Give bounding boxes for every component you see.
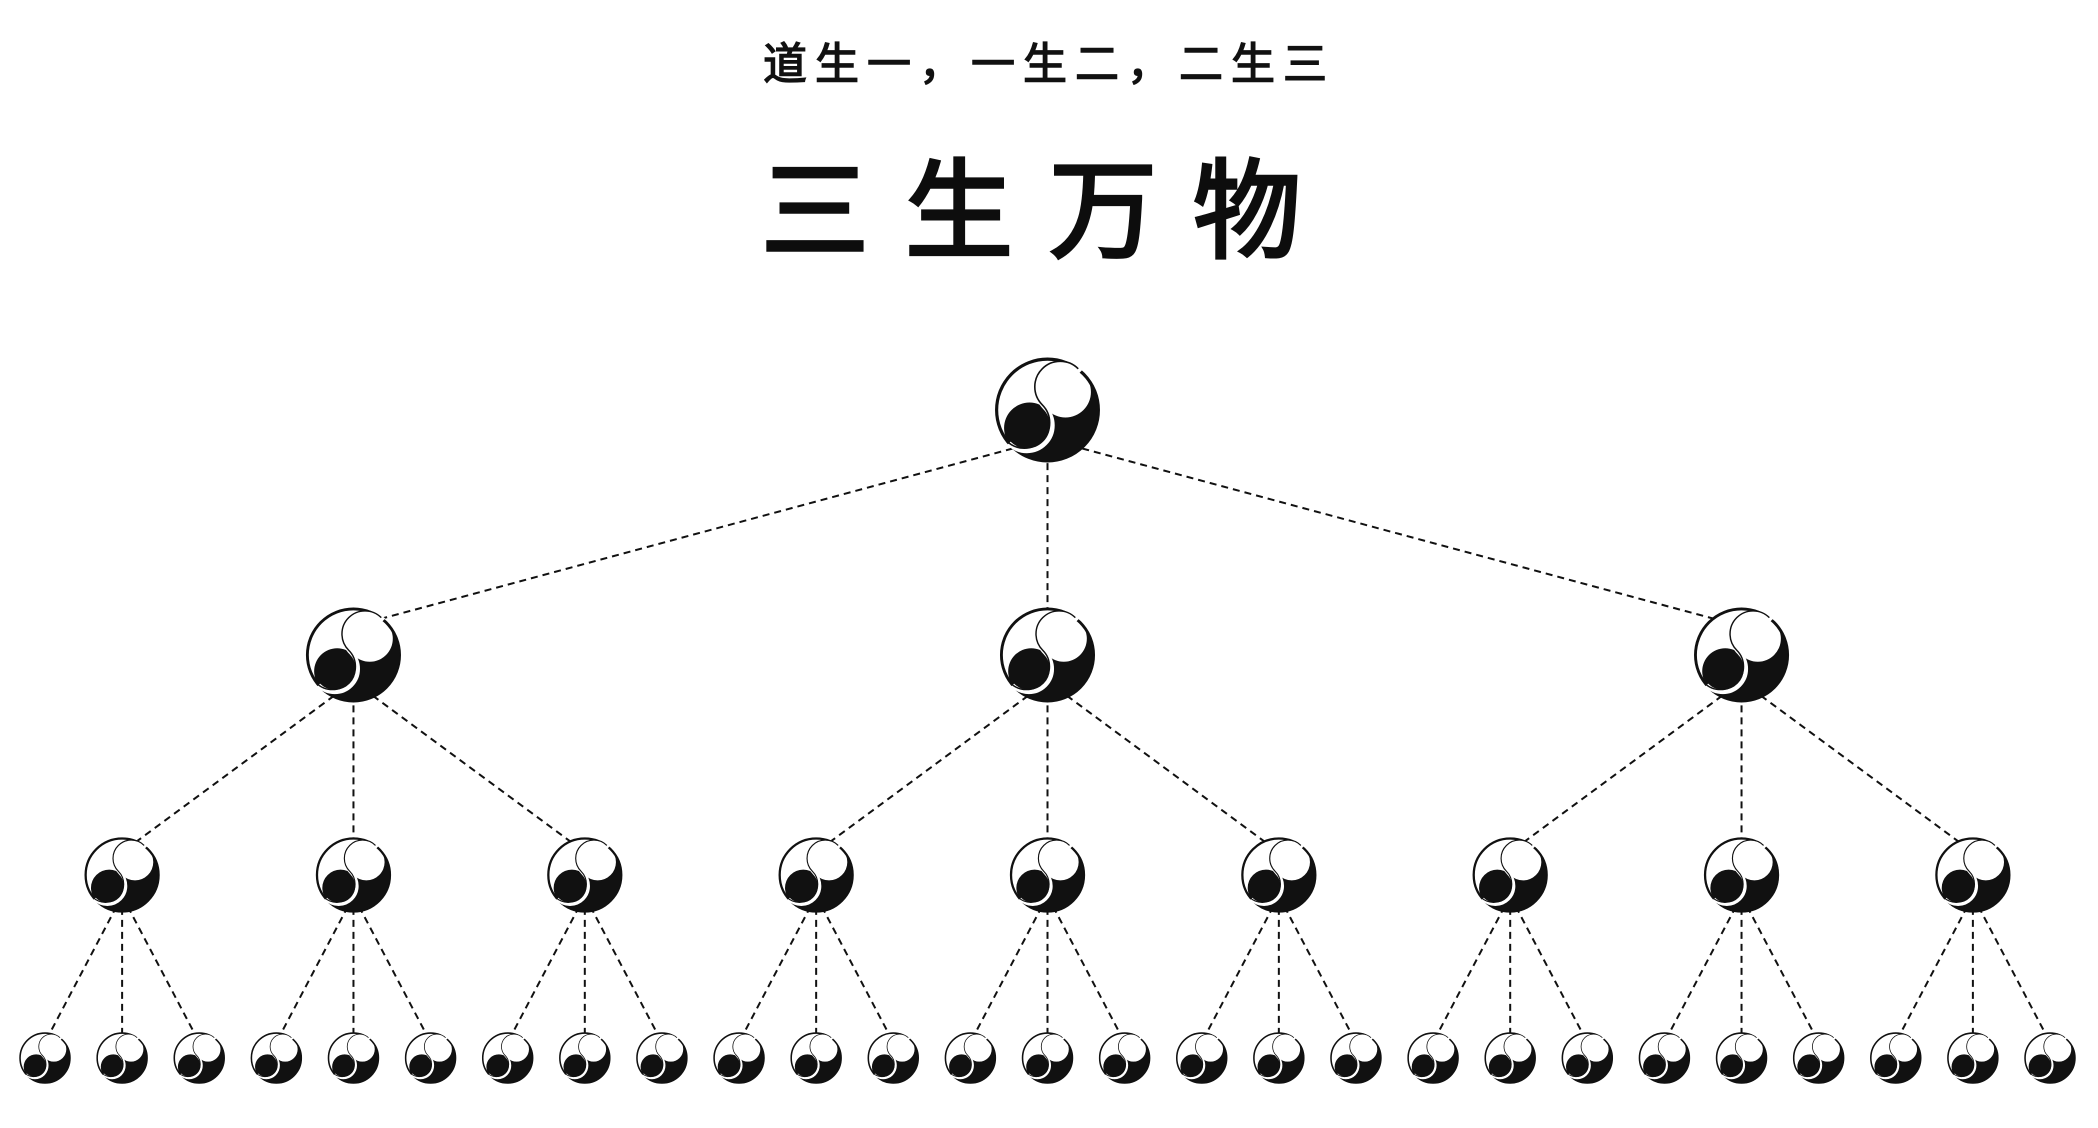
tree-edge [1740, 895, 1820, 1043]
yin-yang-icon [1327, 1029, 1391, 1093]
yin-yang-icon [1018, 1029, 1082, 1093]
yin-yang-icon [16, 1029, 80, 1093]
yin-yang-icon [479, 1029, 543, 1093]
tree-edge [1432, 895, 1512, 1043]
yin-yang-icon [1481, 1029, 1545, 1093]
yin-yang-icon [864, 1029, 928, 1093]
yin-yang-icon [941, 1029, 1005, 1093]
yin-yang-icon [1404, 1029, 1468, 1093]
yin-yang-icon [988, 351, 1119, 482]
yin-yang-icon [300, 601, 419, 720]
tree-edge [352, 680, 586, 854]
yin-yang-icon [1250, 1029, 1314, 1093]
yin-yang-icon [994, 601, 1113, 720]
tree-edge [275, 895, 355, 1043]
yin-yang-icon [1699, 833, 1793, 927]
yin-yang-icon [311, 833, 405, 927]
tree-edge [1046, 680, 1280, 854]
yin-yang-icon [710, 1029, 774, 1093]
yin-yang-icon [1096, 1029, 1160, 1093]
tree-edge [583, 895, 663, 1043]
page-title: 三生万物 [760, 149, 1337, 275]
yin-yang-icon [1867, 1029, 1931, 1093]
tree-edge [1509, 895, 1589, 1043]
tree-edge [352, 895, 432, 1043]
tree-edge [44, 895, 124, 1043]
yin-yang-icon [774, 833, 868, 927]
yin-yang-icon [542, 833, 636, 927]
tree-edge [815, 895, 895, 1043]
yin-yang-icon [1635, 1029, 1699, 1093]
yin-yang-icon [1944, 1029, 2008, 1093]
tree-edge [121, 895, 201, 1043]
tree-edge [1046, 895, 1126, 1043]
tree-edge [1277, 895, 1357, 1043]
yin-yang-icon [1712, 1029, 1776, 1093]
tree-edge [353, 438, 1048, 628]
tree-edge [506, 895, 586, 1043]
yin-yang-icon [324, 1029, 388, 1093]
yin-yang-icon [1558, 1029, 1622, 1093]
yin-yang-icon [633, 1029, 697, 1093]
tree-edge [969, 895, 1049, 1043]
yin-yang-icon [1688, 601, 1807, 720]
yin-yang-icon [1173, 1029, 1237, 1093]
tree-edge [1971, 895, 2051, 1043]
yin-yang-icon [93, 1029, 157, 1093]
yin-yang-icon [247, 1029, 311, 1093]
yin-yang-icon [1790, 1029, 1854, 1093]
yin-yang-icon [556, 1029, 620, 1093]
tree-edge [1200, 895, 1280, 1043]
tree-edge [815, 680, 1049, 854]
tree-edge [1663, 895, 1743, 1043]
tree-edge [738, 895, 818, 1043]
yin-yang-icon [787, 1029, 851, 1093]
tree-edge [1740, 680, 1974, 854]
subtitle: 道生一，一生二，二生三 [763, 39, 1335, 90]
yin-yang-icon [402, 1029, 466, 1093]
tree-edge [1509, 680, 1743, 854]
tree-edge [1894, 895, 1974, 1043]
yin-yang-icon [1930, 833, 2024, 927]
yin-yang-icon [1468, 833, 1562, 927]
tree-edge [1047, 438, 1742, 628]
tree-edge [121, 680, 355, 854]
yin-yang-icon [170, 1029, 234, 1093]
yin-yang-icon [1005, 833, 1099, 927]
yin-yang-icon [1236, 833, 1330, 927]
yin-yang-icon [80, 833, 174, 927]
yin-yang-icon [2021, 1029, 2085, 1093]
